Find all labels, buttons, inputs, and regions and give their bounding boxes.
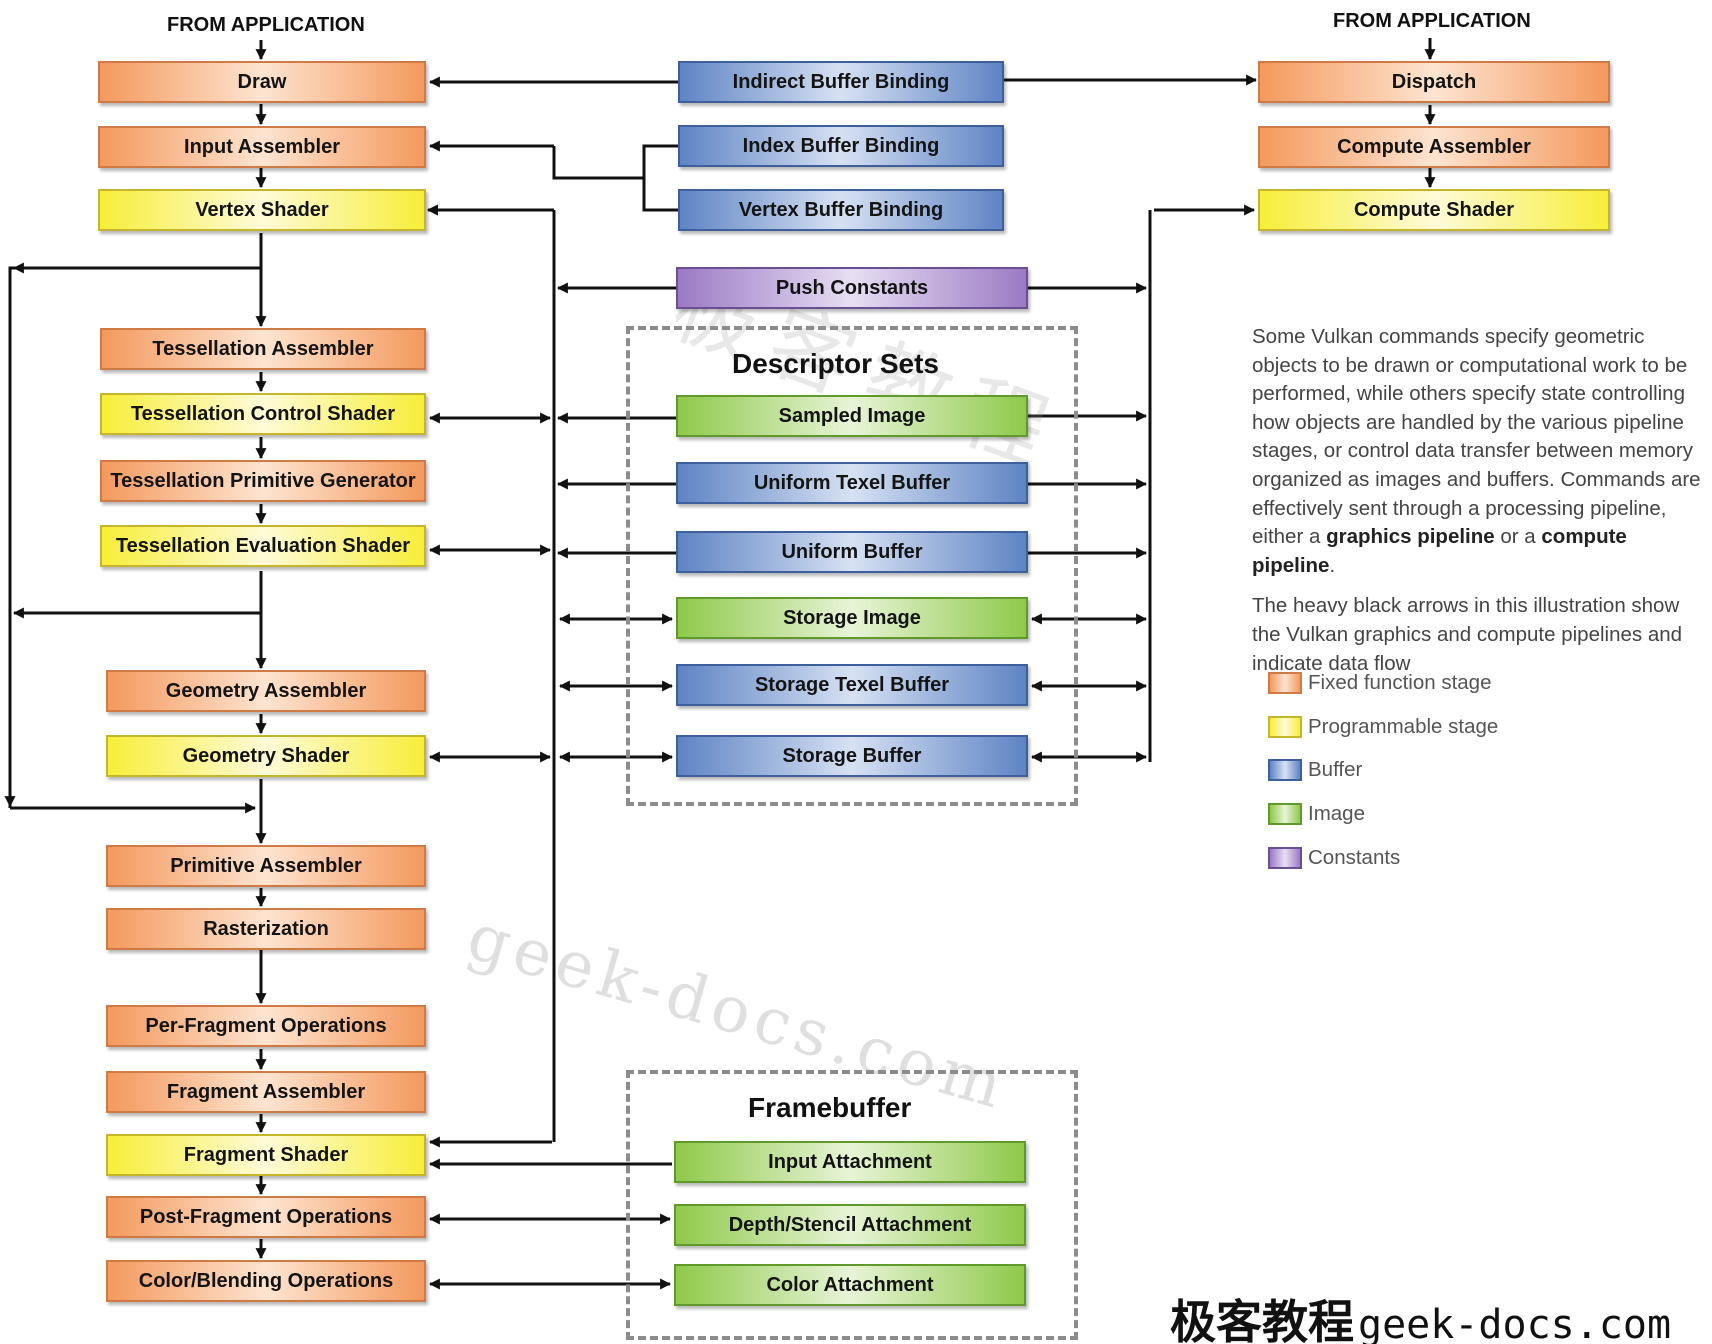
color-blending-operations-stage: Color/Blending Operations (106, 1260, 426, 1302)
input-attachment: Input Attachment (674, 1141, 1026, 1183)
description-paragraph-1: Some Vulkan commands specify geometric o… (1252, 325, 1701, 577)
input-assembler-stage: Input Assembler (98, 126, 426, 168)
color-attachment: Color Attachment (674, 1264, 1026, 1306)
tessellation-assembler-stage: Tessellation Assembler (100, 328, 426, 370)
sampled-image: Sampled Image (676, 395, 1028, 437)
description-paragraph-2: The heavy black arrows in this illustrat… (1252, 594, 1683, 675)
vertex-shader-stage: Vertex Shader (98, 189, 426, 231)
draw-stage: Draw (98, 61, 426, 103)
legend-swatch-programmable (1268, 716, 1302, 738)
graphics-from-application-label: FROM APPLICATION (167, 14, 365, 36)
fragment-shader-stage: Fragment Shader (106, 1134, 426, 1176)
index-buffer-binding: Index Buffer Binding (678, 125, 1004, 167)
framebuffer-title: Framebuffer (748, 1092, 912, 1123)
storage-texel-buffer: Storage Texel Buffer (676, 664, 1028, 706)
dispatch-stage: Dispatch (1258, 61, 1610, 103)
legend-swatch-buffer (1268, 759, 1302, 781)
legend-swatch-fixed (1268, 672, 1302, 694)
compute-from-application-label: FROM APPLICATION (1333, 10, 1531, 32)
legend-item-fixed-function: Fixed function stage (1268, 669, 1491, 697)
framebuffer-group (626, 1070, 1078, 1340)
description-text: Some Vulkan commands specify geometric o… (1252, 323, 1708, 690)
legend-label: Buffer (1308, 758, 1363, 781)
depth-stencil-attachment: Depth/Stencil Attachment (674, 1204, 1026, 1246)
post-fragment-operations-stage: Post-Fragment Operations (106, 1196, 426, 1238)
push-constants: Push Constants (676, 267, 1028, 309)
storage-buffer: Storage Buffer (676, 735, 1028, 777)
primitive-assembler-stage: Primitive Assembler (106, 845, 426, 887)
legend-label: Constants (1308, 846, 1401, 869)
legend-label: Programmable stage (1308, 715, 1499, 738)
per-fragment-operations-stage: Per-Fragment Operations (106, 1005, 426, 1047)
storage-image: Storage Image (676, 597, 1028, 639)
logo-cjk-text: 极客教程 (1170, 1295, 1354, 1344)
rasterization-stage: Rasterization (106, 908, 426, 950)
geometry-shader-stage: Geometry Shader (106, 735, 426, 777)
compute-assembler-stage: Compute Assembler (1258, 126, 1610, 168)
compute-shader-stage: Compute Shader (1258, 189, 1610, 231)
legend-label: Fixed function stage (1308, 671, 1492, 694)
site-logo: 极客教程 geek-docs.com (1170, 1286, 1671, 1344)
legend-item-image: Image (1268, 800, 1365, 828)
legend-item-programmable: Programmable stage (1268, 713, 1498, 741)
descriptor-sets-group (626, 326, 1078, 806)
vertex-buffer-binding: Vertex Buffer Binding (678, 189, 1004, 231)
fragment-assembler-stage: Fragment Assembler (106, 1071, 426, 1113)
geometry-assembler-stage: Geometry Assembler (106, 670, 426, 712)
legend-label: Image (1308, 802, 1365, 825)
logo-url-text: geek-docs.com (1358, 1302, 1672, 1344)
tessellation-primitive-generator-stage: Tessellation Primitive Generator (100, 460, 426, 502)
indirect-buffer-binding: Indirect Buffer Binding (678, 61, 1004, 103)
tessellation-evaluation-shader-stage: Tessellation Evaluation Shader (100, 525, 426, 567)
uniform-texel-buffer: Uniform Texel Buffer (676, 462, 1028, 504)
uniform-buffer: Uniform Buffer (676, 531, 1028, 573)
tessellation-control-shader-stage: Tessellation Control Shader (100, 393, 426, 435)
legend-item-constants: Constants (1268, 844, 1400, 872)
legend-item-buffer: Buffer (1268, 756, 1362, 784)
legend-swatch-constants (1268, 847, 1302, 869)
legend-swatch-image (1268, 803, 1302, 825)
descriptor-sets-title: Descriptor Sets (732, 348, 939, 379)
